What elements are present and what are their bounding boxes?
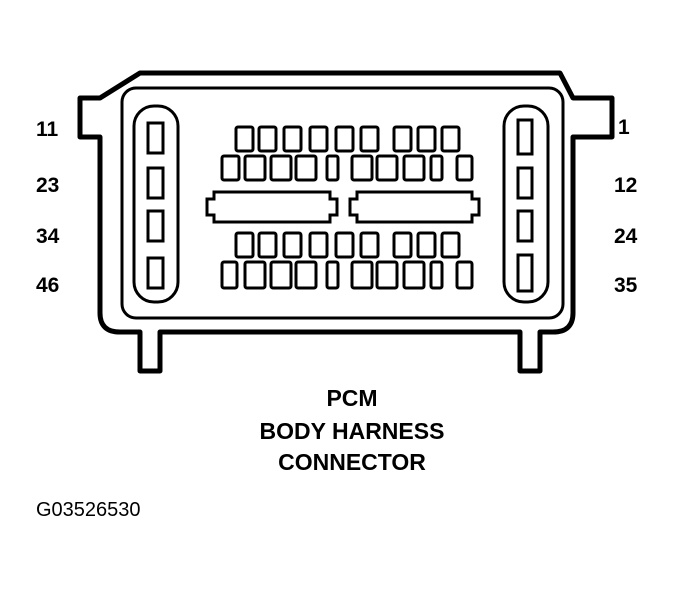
right-keying-slot	[348, 190, 481, 224]
pin-cavity	[257, 125, 278, 153]
pin-cavity	[429, 154, 444, 182]
pin-cavity	[402, 260, 426, 290]
caption-line-2: BODY HARNESS	[260, 418, 445, 444]
pin-cavity	[308, 125, 329, 153]
connector-inner-housing	[120, 86, 565, 320]
pin-label-right-2: 12	[614, 174, 637, 197]
pin-cavity	[392, 231, 413, 259]
center-pin-row-3	[234, 231, 461, 259]
center-pin-row-4	[220, 260, 474, 290]
pin-cavity	[220, 154, 241, 182]
center-pin-row-2	[220, 154, 474, 182]
pin-cavity	[350, 260, 374, 290]
pin-cavity	[282, 231, 303, 259]
pin-cavity	[392, 125, 413, 153]
pin-cavity	[234, 125, 255, 153]
pin-cavity	[359, 231, 380, 259]
pin-label-right-4: 35	[614, 274, 638, 297]
left-keying-slot	[205, 190, 339, 224]
pin-cavity	[334, 231, 355, 259]
pin-cavity	[416, 125, 437, 153]
pin-cavity	[375, 260, 399, 290]
pin-cavity	[440, 231, 461, 259]
pin-cavity	[416, 231, 437, 259]
pin-cavity	[243, 154, 267, 182]
pin-label-right-1: 1	[618, 116, 630, 139]
caption-line-1: PCM	[326, 385, 377, 411]
pin-cavity	[334, 125, 355, 153]
pin-cavity	[429, 260, 444, 290]
pin-cavity	[375, 154, 399, 182]
pin-label-left-3: 34	[36, 225, 60, 248]
pin-cavity	[402, 154, 426, 182]
pin-cavity	[257, 231, 278, 259]
pin-label-left-2: 23	[36, 174, 59, 197]
pin-label-left-4: 46	[36, 274, 59, 297]
pin-cavity	[282, 125, 303, 153]
pin-cavity	[325, 260, 340, 290]
pin-cavity	[269, 260, 293, 290]
pin-cavity	[440, 125, 461, 153]
pin-label-right-3: 24	[614, 225, 638, 248]
pin-cavity	[308, 231, 329, 259]
pin-cavity	[220, 260, 239, 290]
pin-cavity	[455, 154, 474, 182]
pin-cavity	[294, 154, 318, 182]
pin-cavity	[359, 125, 380, 153]
caption-line-3: CONNECTOR	[278, 449, 426, 475]
right-pin-column	[502, 104, 550, 304]
pin-cavity	[294, 260, 318, 290]
pin-cavity	[243, 260, 267, 290]
left-pin-column	[132, 104, 180, 304]
pin-cavity	[269, 154, 293, 182]
pin-cavity	[350, 154, 374, 182]
pin-label-left-1: 11	[36, 118, 59, 141]
pin-cavity	[325, 154, 340, 182]
connector-housing	[77, 70, 615, 374]
pin-cavity	[234, 231, 255, 259]
figure-id: G03526530	[36, 499, 141, 521]
pin-cavity	[455, 260, 474, 290]
center-pin-row-1	[234, 125, 461, 153]
